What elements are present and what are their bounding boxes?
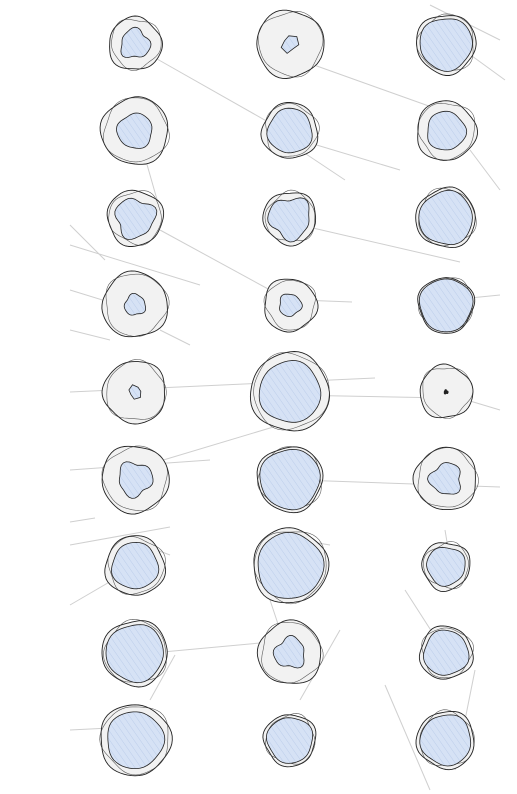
inner-core	[418, 189, 473, 246]
circle-cell	[262, 713, 317, 768]
circle-cell	[109, 15, 163, 71]
circle-cell	[106, 189, 165, 247]
outer-ring-stroke	[421, 627, 474, 679]
connector-line	[159, 329, 191, 346]
inner-core	[107, 711, 166, 769]
outer-ring-stroke	[261, 622, 324, 684]
outer-ring-stroke	[106, 359, 167, 420]
circle-cell	[256, 619, 324, 684]
outer-ring-stroke	[265, 103, 320, 157]
inner-core	[257, 531, 325, 599]
inner-core	[259, 448, 321, 511]
outer-ring-stroke	[111, 18, 162, 71]
outer-ring-stroke	[101, 445, 168, 512]
connector-line	[384, 684, 431, 791]
connector-line	[299, 59, 441, 111]
circle-cell	[415, 186, 477, 249]
outer-ring-stroke	[415, 13, 474, 71]
circle-cell	[417, 277, 476, 334]
inner-core	[427, 110, 468, 151]
inner-core	[418, 278, 474, 333]
outer-ring-stroke	[105, 273, 170, 337]
circle-cell	[101, 359, 167, 425]
outer-ring-stroke	[103, 618, 167, 683]
inner-core	[280, 35, 300, 54]
inner-core	[272, 634, 305, 669]
circle-cell	[99, 96, 170, 165]
inner-core	[443, 389, 449, 395]
circle-cell	[421, 541, 471, 593]
inner-core	[123, 293, 146, 316]
circle-cell	[256, 446, 324, 514]
inner-core	[267, 197, 310, 243]
inner-core	[258, 360, 322, 423]
inner-core	[116, 112, 153, 149]
circle-grid	[99, 9, 479, 777]
inner-core	[422, 629, 470, 676]
inner-core	[111, 541, 160, 590]
connector-line	[69, 224, 106, 261]
connector-line	[299, 224, 461, 263]
circle-cell	[419, 363, 474, 419]
inner-core	[427, 462, 461, 495]
connector-line	[69, 329, 111, 341]
circle-cell	[260, 102, 320, 159]
inner-core	[279, 293, 303, 318]
outer-ring-stroke	[423, 541, 469, 590]
inner-core	[105, 624, 164, 684]
circle-cell	[249, 351, 331, 432]
outer-ring-stroke	[263, 280, 317, 331]
circle-cell	[412, 446, 479, 511]
circle-cell	[104, 535, 167, 596]
outer-ring-stroke	[257, 11, 324, 78]
circle-cell	[415, 13, 477, 76]
circle-cell	[253, 527, 330, 605]
inner-core	[266, 107, 313, 154]
outer-ring-stroke	[253, 531, 327, 605]
connector-line	[69, 244, 201, 286]
connector-line	[299, 149, 346, 181]
connector-line	[69, 526, 171, 546]
circle-cell	[101, 270, 170, 338]
inner-core	[128, 384, 142, 400]
circle-cell	[418, 625, 474, 680]
inner-core	[419, 18, 473, 72]
outer-ring-stroke	[264, 189, 316, 241]
connector-line	[159, 229, 271, 291]
circle-cell	[417, 100, 478, 162]
connector-line	[299, 139, 401, 171]
inner-core	[419, 714, 472, 767]
circle-cell	[415, 709, 475, 771]
outer-ring-stroke	[102, 97, 170, 163]
outer-ring-stroke	[108, 190, 162, 246]
inner-core	[426, 546, 466, 587]
inner-core	[118, 461, 154, 499]
inner-core	[120, 26, 152, 58]
circle-cell	[99, 704, 173, 777]
connector-line	[69, 517, 96, 523]
outer-ring-stroke	[99, 706, 169, 776]
connector-line	[469, 149, 501, 191]
inner-core	[265, 717, 314, 764]
circle-cell	[263, 278, 319, 333]
outer-ring-stroke	[422, 368, 474, 419]
inner-core	[114, 197, 158, 240]
outer-ring-stroke	[417, 102, 476, 162]
circle-cell	[101, 445, 170, 515]
connector-line	[149, 654, 176, 701]
circle-cell	[101, 618, 168, 688]
circle-cell	[256, 9, 325, 79]
outer-ring-stroke	[257, 446, 322, 510]
outer-ring-stroke	[265, 713, 316, 765]
outer-ring-stroke	[417, 447, 479, 508]
circle-cell	[262, 189, 317, 247]
outer-ring-stroke	[107, 536, 166, 595]
outer-ring-stroke	[253, 352, 330, 431]
